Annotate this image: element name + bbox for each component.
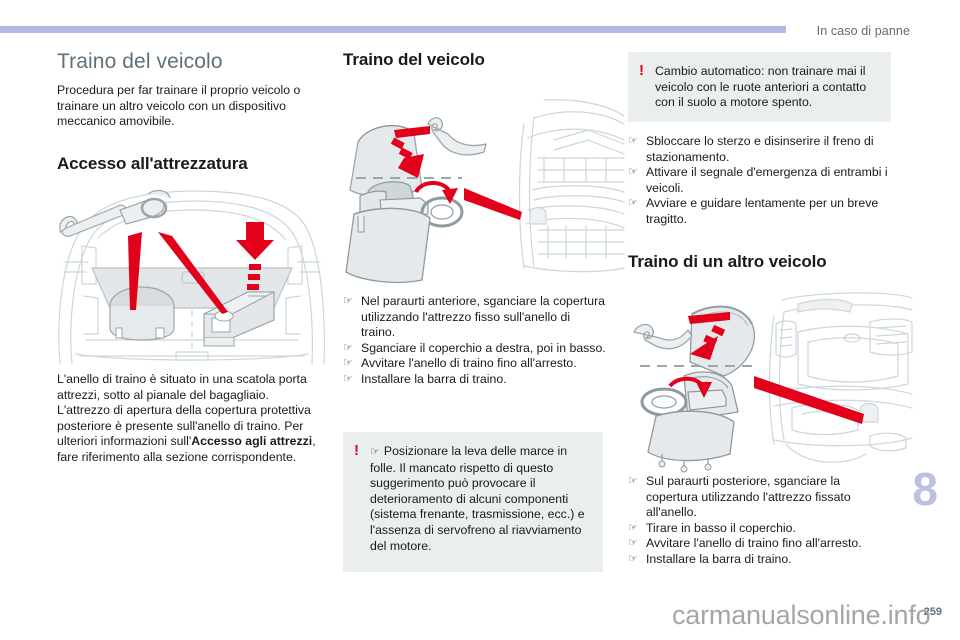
page-title: Traino del veicolo bbox=[57, 50, 223, 73]
section-heading-access: Accesso all'attrezzatura bbox=[57, 153, 248, 173]
step-text: Attivare il segnale d'emergenza di entra… bbox=[646, 165, 888, 195]
step-text: Installare la barra di traino. bbox=[361, 371, 507, 386]
step-text: Avviare e guidare lentamente per un brev… bbox=[646, 196, 879, 226]
hand-pointer-icon: ☞ bbox=[370, 446, 380, 458]
hand-pointer-icon: ☞ bbox=[343, 295, 353, 307]
warning-body-text: Il mancato rispetto di questo suggerimen… bbox=[370, 460, 585, 553]
hand-pointer-icon: ☞ bbox=[628, 537, 638, 550]
list-item: ☞ Tirare in basso il coperchio. bbox=[628, 521, 891, 537]
warning-text: ☞Posizionare la leva delle marce in foll… bbox=[343, 432, 603, 566]
chapter-tab-number: 8 bbox=[912, 463, 938, 515]
section-heading-towing-another: Traino di un altro veicolo bbox=[628, 251, 827, 271]
hand-pointer-icon: ☞ bbox=[628, 166, 638, 179]
spacer bbox=[57, 130, 320, 154]
hand-pointer-icon: ☞ bbox=[628, 135, 638, 147]
intro-paragraph: Procedura per far trainare il proprio ve… bbox=[57, 83, 301, 129]
middle-column-steps: ☞ Nel paraurti anteriore, sganciare la co… bbox=[343, 294, 606, 388]
hand-pointer-icon: ☞ bbox=[343, 372, 353, 385]
spacer bbox=[628, 228, 891, 252]
header-accent-rule bbox=[0, 26, 786, 33]
list-item: ☞ Sganciare il coperchio a destra, poi in… bbox=[343, 341, 606, 357]
list-item: ☞ Nel paraurti anteriore, sganciare la co… bbox=[343, 294, 606, 341]
list-item: ☞ Avvitare l'anello di traino fino all'ar… bbox=[343, 356, 606, 372]
column-middle: Traino del veicolo bbox=[343, 50, 606, 79]
list-item: ☞ Avviare e guidare lentamente per un bre… bbox=[628, 196, 891, 227]
front-bumper-towing-eye-illustration bbox=[338, 96, 628, 291]
step-text: Nel paraurti anteriore, sganciare la cop… bbox=[361, 294, 606, 340]
right-column-steps: ☞ Sul paraurti posteriore, sganciare la c… bbox=[628, 474, 891, 568]
list-item: ☞ Sul paraurti posteriore, sganciare la c… bbox=[628, 474, 891, 521]
warning-bullet-text: Posizionare la leva delle marce in folle… bbox=[370, 444, 568, 475]
step-text: Sganciare il coperchio a destra, poi in … bbox=[361, 340, 606, 355]
caption-text-bold: Accesso agli attrezzi bbox=[191, 434, 313, 449]
exclamation-icon: ! bbox=[354, 442, 359, 459]
watermark-text: carmanualsonline.info bbox=[672, 600, 931, 630]
rear-bumper-towing-eye-illustration bbox=[626, 288, 916, 483]
step-text: Sbloccare lo sterzo e disinserire il fre… bbox=[646, 134, 874, 164]
steps-list-preparation: ☞ Sbloccare lo sterzo e disinserire il fr… bbox=[628, 134, 891, 228]
column-right: ☞ Sbloccare lo sterzo e disinserire il fr… bbox=[628, 134, 891, 281]
list-item: ☞ Attivare il segnale d'emergenza di entr… bbox=[628, 165, 891, 196]
warning-text: Cambio automatico: non trainare mai il v… bbox=[655, 64, 867, 110]
step-text: Installare la barra di traino. bbox=[646, 551, 792, 566]
section-heading-towing: Traino del veicolo bbox=[343, 50, 485, 69]
steps-list-front: ☞ Nel paraurti anteriore, sganciare la co… bbox=[343, 294, 606, 388]
boot-tool-storage-illustration bbox=[52, 188, 338, 375]
page-number: 259 bbox=[923, 606, 942, 618]
list-item: ☞ Sbloccare lo sterzo e disinserire il fr… bbox=[628, 134, 891, 165]
step-text: Sul paraurti posteriore, sganciare la co… bbox=[646, 474, 851, 520]
list-item: ☞ Installare la barra di traino. bbox=[343, 372, 606, 388]
caption-text: L'anello di traino è situato in una scat… bbox=[57, 372, 320, 466]
hand-pointer-icon: ☞ bbox=[628, 475, 638, 487]
step-text: Avvitare l'anello di traino fino all'arr… bbox=[361, 356, 577, 371]
step-text: Tirare in basso il coperchio. bbox=[646, 520, 796, 535]
warning-box-neutral-gear: ! ☞Posizionare la leva delle marce in fo… bbox=[343, 432, 603, 572]
hand-pointer-icon: ☞ bbox=[628, 521, 638, 534]
steps-list-rear: ☞ Sul paraurti posteriore, sganciare la c… bbox=[628, 474, 891, 568]
caption-text-part1: L'anello di traino è situato in una scat… bbox=[57, 372, 311, 449]
hand-pointer-icon: ☞ bbox=[628, 552, 638, 565]
column-left: Traino del veicolo Procedura per far tra… bbox=[57, 50, 320, 183]
hand-pointer-icon: ☞ bbox=[343, 341, 353, 354]
caption-text-part2: , fare riferimento alla sezione corrispo… bbox=[57, 434, 316, 464]
step-text: Avvitare l'anello di traino fino all'arr… bbox=[646, 536, 862, 551]
exclamation-icon: ! bbox=[639, 62, 644, 79]
list-item: ☞ Avvitare l'anello di traino fino all'ar… bbox=[628, 536, 891, 552]
warning-box-automatic-gearbox: ! Cambio automatico: non trainare mai il… bbox=[628, 52, 891, 122]
hand-pointer-icon: ☞ bbox=[343, 357, 353, 370]
header-section-title: In caso di panne bbox=[816, 24, 910, 38]
list-item: ☞ Installare la barra di traino. bbox=[628, 552, 891, 568]
hand-pointer-icon: ☞ bbox=[628, 197, 638, 210]
left-column-caption: L'anello di traino è situato in una scat… bbox=[57, 372, 320, 466]
